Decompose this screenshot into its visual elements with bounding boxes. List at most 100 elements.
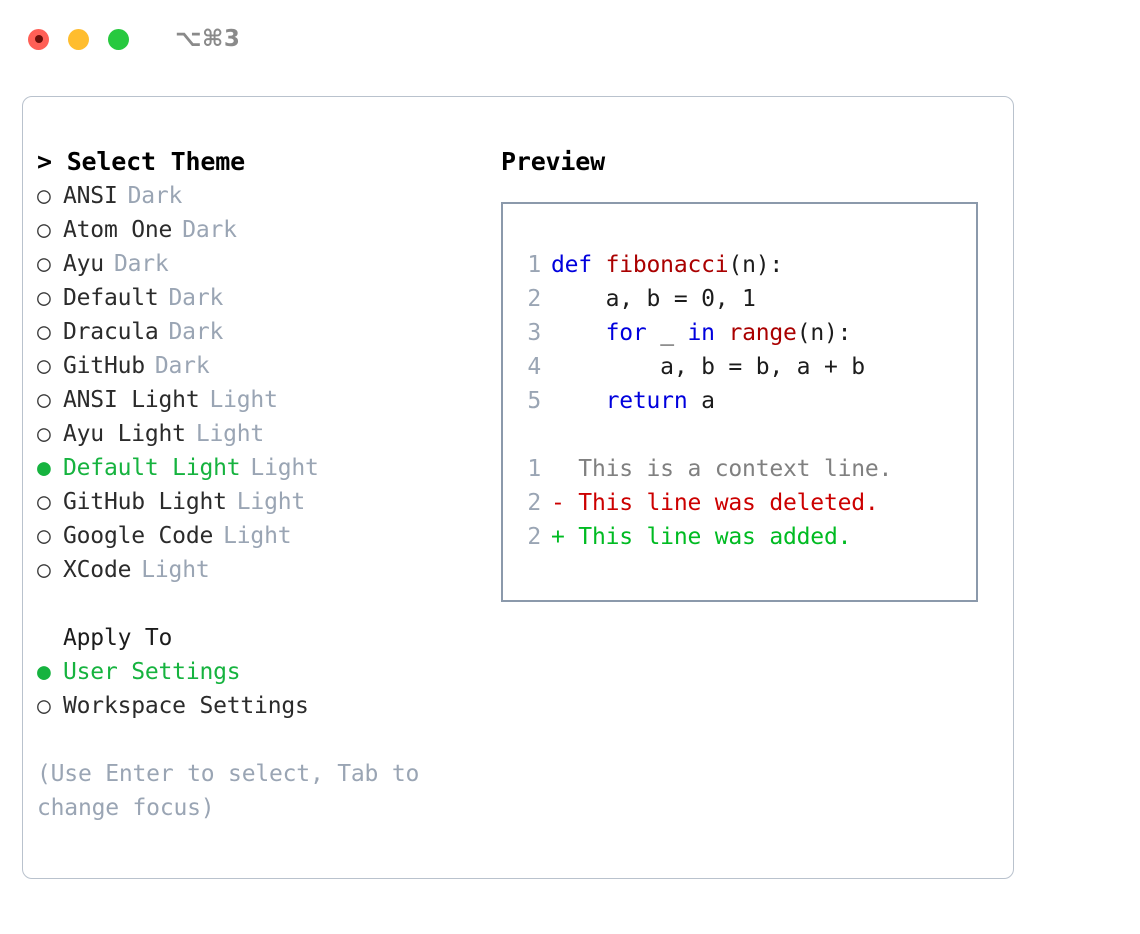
apply-to-list[interactable]: ● User Settings ○Workspace Settings: [37, 655, 492, 723]
theme-option-ayu-light[interactable]: ○ Ayu Light Light: [37, 417, 492, 451]
theme-variant-badge: Dark: [113, 251, 169, 277]
preview-title: Preview: [501, 147, 605, 176]
code-token-plain: _: [646, 320, 688, 346]
line-number: 5: [527, 388, 541, 414]
code-diff-spacer: [503, 418, 976, 452]
line-number: 3: [527, 320, 541, 346]
diff-line: 1 This is a context line.: [503, 452, 976, 486]
diff-line: 2- This line was deleted.: [503, 486, 976, 520]
apply-to-option-label: Workspace Settings: [63, 693, 309, 719]
code-line-text: def fibonacci(n):: [551, 248, 783, 282]
code-token-plain: a, b = b, a + b: [551, 354, 865, 380]
theme-variant-badge: Light: [141, 557, 210, 583]
radio-unselected-icon: ○: [37, 489, 51, 515]
line-number: 1: [527, 252, 541, 278]
theme-option-label: Ayu Light: [63, 421, 186, 447]
code-line: 5 return a: [503, 384, 976, 418]
diff-line-text-ctx: This is a context line.: [551, 456, 893, 482]
theme-variant-badge: Light: [209, 387, 278, 413]
minimize-button[interactable]: [68, 28, 89, 50]
apply-to-option-user-settings[interactable]: ● User Settings: [37, 655, 492, 689]
theme-variant-badge: Light: [195, 421, 265, 447]
code-line-text: a, b = 0, 1: [551, 282, 756, 316]
theme-option-label: GitHub: [63, 353, 145, 379]
theme-option-ansi[interactable]: ○ ANSI Dark: [37, 179, 492, 213]
radio-unselected-icon: ○: [37, 421, 51, 447]
theme-option-label: Dracula: [63, 319, 159, 345]
theme-option-github[interactable]: ○ GitHub Dark: [37, 349, 492, 383]
radio-selected-icon: ●: [37, 659, 51, 685]
code-line-text: a, b = b, a + b: [551, 350, 865, 384]
radio-unselected-icon: ○: [37, 183, 51, 209]
code-token-plain: a: [687, 388, 715, 414]
theme-option-label: ANSI: [63, 183, 118, 209]
code-token-kw: in: [687, 320, 715, 346]
apply-to-option-label: User Settings: [63, 659, 241, 685]
line-number: 2: [527, 490, 541, 516]
theme-variant-badge: Dark: [154, 353, 210, 379]
theme-option-label: Ayu: [63, 251, 104, 277]
code-token-plain: (n):: [728, 252, 784, 278]
code-line-text: return a: [551, 384, 715, 418]
line-number: 1: [527, 456, 541, 482]
code-line: 3 for _ in range(n):: [503, 316, 976, 350]
radio-unselected-icon: ○: [37, 387, 51, 413]
code-token-fn: range: [728, 320, 797, 346]
code-token-plain: (n):: [796, 320, 852, 346]
code-line: 4 a, b = b, a + b: [503, 350, 976, 384]
window-controls: [28, 28, 129, 50]
radio-unselected-icon: ○: [37, 523, 51, 549]
theme-option-ansi-light[interactable]: ○ ANSI Light Light: [37, 383, 492, 417]
radio-unselected-icon: ○: [37, 319, 51, 345]
theme-variant-badge: Light: [250, 455, 319, 481]
line-number: 2: [527, 524, 541, 550]
apply-to-header: Apply To: [63, 625, 173, 651]
radio-unselected-icon: ○: [37, 251, 51, 277]
code-token-kw: for: [605, 320, 647, 346]
code-line: 2 a, b = 0, 1: [503, 282, 976, 316]
theme-variant-badge: Dark: [127, 183, 183, 209]
theme-option-label: Default: [63, 285, 159, 311]
code-line-text: for _ in range(n):: [551, 316, 852, 350]
keyboard-hint-text: (Use Enter to select, Tab to change focu…: [37, 761, 420, 821]
apply-to-option-workspace-settings[interactable]: ○Workspace Settings: [37, 689, 492, 723]
code-token-plain: a, b = 0, 1: [551, 286, 756, 312]
theme-option-label: ANSI Light: [63, 387, 200, 413]
theme-variant-badge: Dark: [168, 285, 224, 311]
code-token-fn: fibonacci: [605, 252, 729, 278]
maximize-button[interactable]: [108, 28, 129, 50]
diff-line: 2 + This line was added.: [503, 520, 976, 554]
code-token-kw: def: [551, 252, 606, 278]
radio-unselected-icon: ○: [37, 285, 51, 311]
radio-selected-icon: ●: [37, 455, 51, 481]
diff-sample: 1 This is a context line.2- This line wa…: [503, 452, 976, 554]
title-bar: ⌥⌘3: [0, 0, 1140, 78]
code-token-plain: [551, 320, 606, 346]
theme-variant-badge: Dark: [182, 217, 237, 243]
theme-option-default-light[interactable]: ● Default Light Light: [37, 451, 492, 485]
theme-variant-badge: Light: [223, 523, 292, 549]
code-token-kw: return: [605, 388, 688, 414]
radio-unselected-icon: ○: [37, 217, 51, 243]
theme-variant-badge: Light: [236, 489, 306, 515]
shortcut-label: ⌥⌘3: [175, 26, 241, 52]
theme-option-label: Default Light: [63, 455, 241, 481]
radio-unselected-icon: ○: [37, 557, 51, 583]
diff-line-text-add: + This line was added.: [551, 524, 852, 550]
theme-option-ayu[interactable]: ○ Ayu Dark: [37, 247, 492, 281]
theme-option-default[interactable]: ○ Default Dark: [37, 281, 492, 315]
radio-unselected-icon: ○: [37, 353, 51, 379]
close-button[interactable]: [28, 28, 49, 50]
